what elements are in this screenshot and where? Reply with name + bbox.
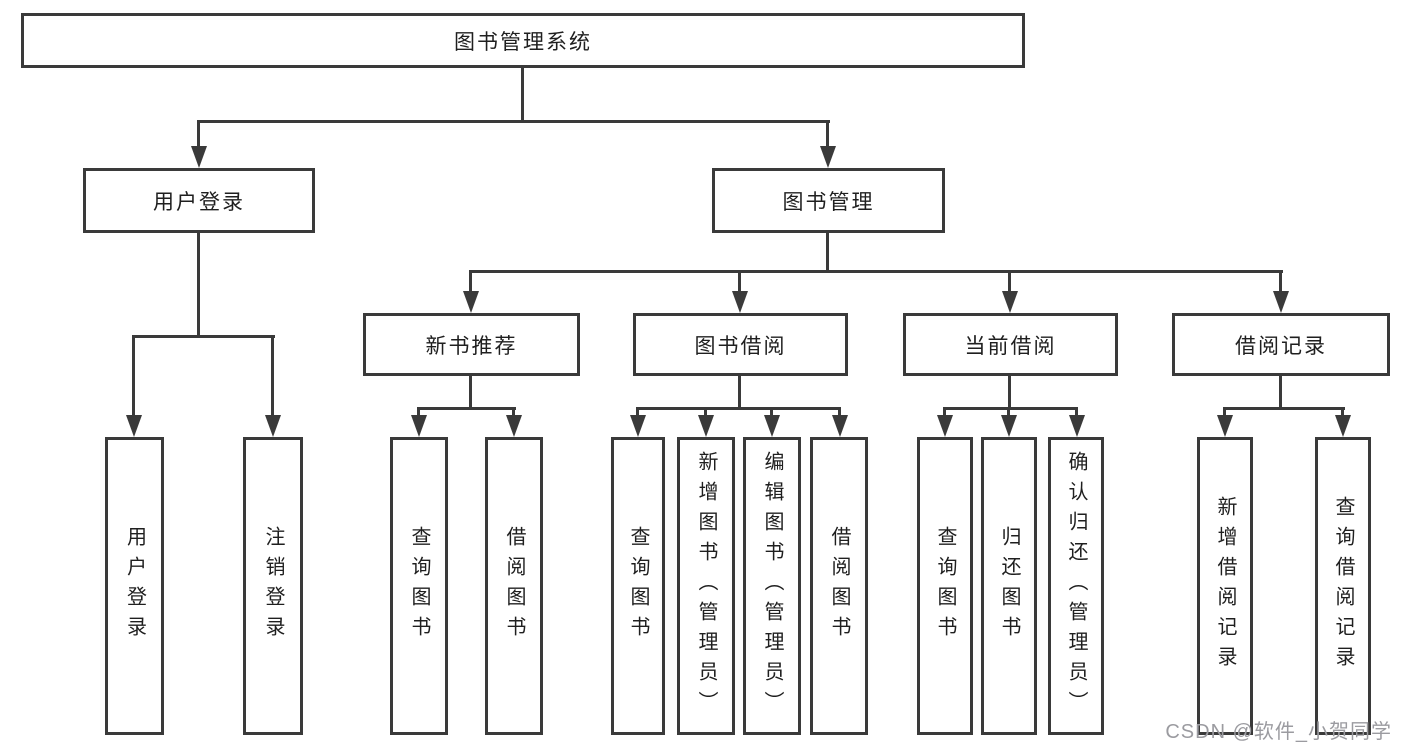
arrowhead-down-icon bbox=[832, 415, 848, 437]
leaf-label: 查询图书 bbox=[408, 526, 430, 646]
connector-line bbox=[197, 120, 830, 123]
leaf-label: 确认归还（管理员） bbox=[1065, 451, 1087, 721]
node-label: 图书管理系统 bbox=[454, 30, 592, 54]
leaf-user-login: 用户登录 bbox=[105, 437, 164, 735]
leaf-label: 新增借阅记录 bbox=[1214, 496, 1236, 676]
arrowhead-down-icon bbox=[126, 415, 142, 437]
connector-line bbox=[1279, 376, 1282, 409]
connector-line bbox=[770, 409, 773, 417]
connector-line bbox=[1223, 409, 1226, 417]
arrowhead-down-icon bbox=[820, 146, 836, 168]
node-label: 用户登录 bbox=[153, 190, 245, 214]
leaf-label: 编辑图书（管理员） bbox=[761, 451, 783, 721]
connector-line bbox=[132, 335, 275, 338]
leaf-return-books: 归还图书 bbox=[981, 437, 1037, 735]
connector-line bbox=[1008, 376, 1011, 409]
arrowhead-down-icon bbox=[411, 415, 427, 437]
connector-line bbox=[521, 68, 524, 122]
arrowhead-down-icon bbox=[191, 146, 207, 168]
leaf-logout: 注销登录 bbox=[243, 437, 303, 735]
arrowhead-down-icon bbox=[937, 415, 953, 437]
connector-line bbox=[132, 337, 135, 417]
arrowhead-down-icon bbox=[265, 415, 281, 437]
connector-line bbox=[1279, 272, 1282, 292]
leaf-edit-books-admin: 编辑图书（管理员） bbox=[743, 437, 801, 735]
arrowhead-down-icon bbox=[1069, 415, 1085, 437]
connector-line bbox=[1007, 409, 1010, 417]
node-book-management: 图书管理 bbox=[712, 168, 945, 233]
csdn-watermark: CSDN @软件_小贺同学 bbox=[1165, 721, 1392, 743]
arrowhead-down-icon bbox=[1273, 291, 1289, 313]
node-label: 图书管理 bbox=[782, 190, 875, 214]
leaf-borrow-books: 借阅图书 bbox=[810, 437, 868, 735]
connector-line bbox=[197, 122, 200, 148]
node-library-system: 图书管理系统 bbox=[21, 13, 1025, 68]
node-new-book-recommend: 新书推荐 bbox=[363, 313, 580, 376]
leaf-label: 新增图书（管理员） bbox=[695, 451, 717, 721]
leaf-label: 用户登录 bbox=[123, 526, 146, 646]
connector-line bbox=[1075, 409, 1078, 417]
arrowhead-down-icon bbox=[764, 415, 780, 437]
connector-line bbox=[943, 409, 946, 417]
arrowhead-down-icon bbox=[506, 415, 522, 437]
node-label: 当前借阅 bbox=[964, 334, 1057, 358]
connector-line bbox=[469, 272, 472, 292]
leaf-query-borrow-record: 查询借阅记录 bbox=[1315, 437, 1371, 735]
leaf-borrow-books-recommend: 借阅图书 bbox=[485, 437, 543, 735]
node-current-borrowing: 当前借阅 bbox=[903, 313, 1118, 376]
connector-line bbox=[469, 270, 1283, 273]
connector-line bbox=[417, 407, 516, 410]
leaf-label: 借阅图书 bbox=[828, 526, 850, 646]
connector-line bbox=[512, 409, 515, 417]
connector-line bbox=[1223, 407, 1345, 410]
arrowhead-down-icon bbox=[732, 291, 748, 313]
leaf-query-books-recommend: 查询图书 bbox=[390, 437, 448, 735]
leaf-label: 借阅图书 bbox=[503, 526, 525, 646]
leaf-confirm-return-admin: 确认归还（管理员） bbox=[1048, 437, 1104, 735]
leaf-query-books-borrowing: 查询图书 bbox=[611, 437, 665, 735]
leaf-label: 查询图书 bbox=[934, 526, 956, 646]
leaf-label: 查询图书 bbox=[627, 526, 649, 646]
connector-line bbox=[469, 376, 472, 409]
node-borrow-records: 借阅记录 bbox=[1172, 313, 1390, 376]
connector-line bbox=[838, 409, 841, 417]
arrowhead-down-icon bbox=[630, 415, 646, 437]
leaf-add-borrow-record: 新增借阅记录 bbox=[1197, 437, 1253, 735]
arrowhead-down-icon bbox=[463, 291, 479, 313]
arrowhead-down-icon bbox=[698, 415, 714, 437]
connector-line bbox=[636, 407, 841, 410]
connector-line bbox=[738, 376, 741, 409]
connector-line bbox=[704, 409, 707, 417]
node-book-borrowing: 图书借阅 bbox=[633, 313, 848, 376]
connector-line bbox=[826, 233, 829, 272]
leaf-add-books-admin: 新增图书（管理员） bbox=[677, 437, 735, 735]
node-label: 借阅记录 bbox=[1235, 334, 1327, 358]
connector-line bbox=[1008, 272, 1011, 292]
leaf-label: 查询借阅记录 bbox=[1332, 496, 1354, 676]
node-label: 图书借阅 bbox=[694, 334, 787, 358]
connector-line bbox=[417, 409, 420, 417]
connector-line bbox=[271, 337, 274, 417]
connector-line bbox=[197, 233, 200, 337]
connector-line bbox=[636, 409, 639, 417]
connector-line bbox=[738, 272, 741, 292]
leaf-query-books-current: 查询图书 bbox=[917, 437, 973, 735]
node-user-login: 用户登录 bbox=[83, 168, 315, 233]
arrowhead-down-icon bbox=[1002, 291, 1018, 313]
leaf-label: 注销登录 bbox=[262, 526, 284, 646]
connector-line bbox=[826, 122, 829, 148]
arrowhead-down-icon bbox=[1001, 415, 1017, 437]
arrowhead-down-icon bbox=[1335, 415, 1351, 437]
leaf-label: 归还图书 bbox=[998, 526, 1020, 646]
connector-line bbox=[1341, 409, 1344, 417]
node-label: 新书推荐 bbox=[425, 334, 518, 358]
connector-line bbox=[943, 407, 1078, 410]
arrowhead-down-icon bbox=[1217, 415, 1233, 437]
